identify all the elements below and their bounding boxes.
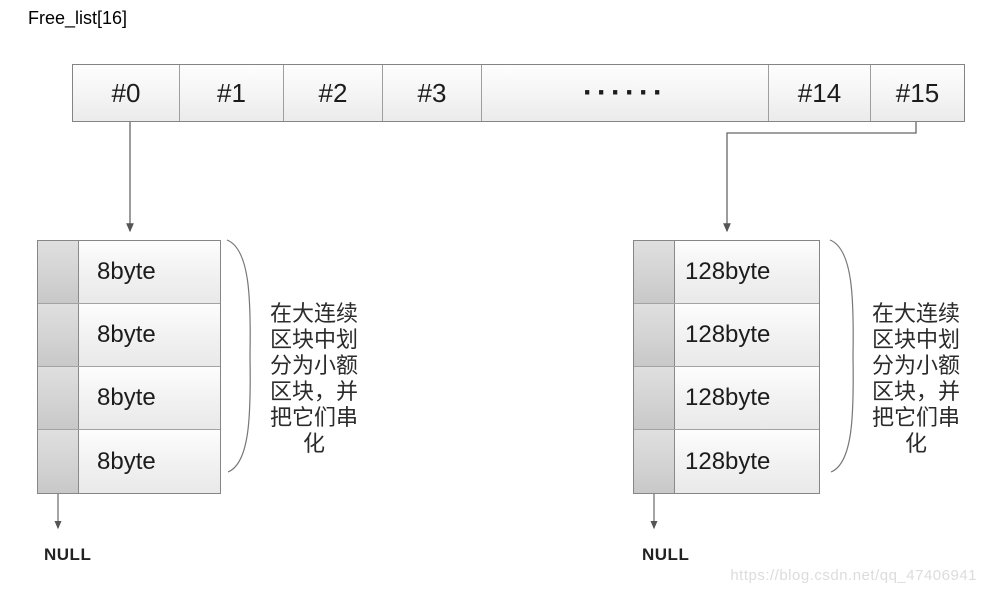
left-group-brace-icon [226,239,251,473]
node-value: 128byte [675,241,819,303]
chain-node: 128byte [634,304,819,367]
chain-node: 128byte [634,367,819,430]
right-group-brace-icon [829,239,854,473]
node-value: 8byte [79,304,220,366]
node-value: 8byte [79,430,220,493]
array-cell: ······ [482,65,769,121]
arrow-slot15-to-right-chain-icon [723,122,917,233]
node-value: 8byte [79,367,220,429]
watermark: https://blog.csdn.net/qq_47406941 [730,567,977,584]
chain-node: 8byte [38,241,220,304]
node-pointer-cell [38,241,79,303]
diagram-title: Free_list[16] [28,8,128,28]
chain-right: 128byte 128byte 128byte 128byte [633,240,820,494]
chain-node: 8byte [38,304,220,367]
chain-node: 8byte [38,430,220,493]
array-cell: #3 [383,65,482,121]
node-pointer-cell [38,304,79,366]
array-cell: #14 [769,65,871,121]
chain-node: 8byte [38,367,220,430]
node-value: 128byte [675,304,819,366]
node-pointer-cell [634,367,675,429]
free-list-array: #0#1#2#3······#14#15 [72,64,965,122]
chain-left: 8byte 8byte 8byte 8byte [37,240,221,494]
array-cell: #2 [284,65,383,121]
array-cell: #0 [73,65,180,121]
node-value: 128byte [675,430,819,493]
node-pointer-cell [634,241,675,303]
array-cell: #15 [871,65,964,121]
node-pointer-cell [38,430,79,493]
node-pointer-cell [634,430,675,493]
node-pointer-cell [634,304,675,366]
array-cell: #1 [180,65,284,121]
chain-node: 128byte [634,430,819,493]
node-value: 8byte [79,241,220,303]
node-value: 128byte [675,367,819,429]
chain-node: 128byte [634,241,819,304]
node-pointer-cell [38,367,79,429]
right-annotation: 在大连续区块中划分为小额区块，并把它们串化 [871,301,960,456]
left-annotation: 在大连续区块中划分为小额区块，并把它们串化 [269,301,358,456]
left-null-label: NULL [44,545,92,564]
right-null-label: NULL [642,545,690,564]
